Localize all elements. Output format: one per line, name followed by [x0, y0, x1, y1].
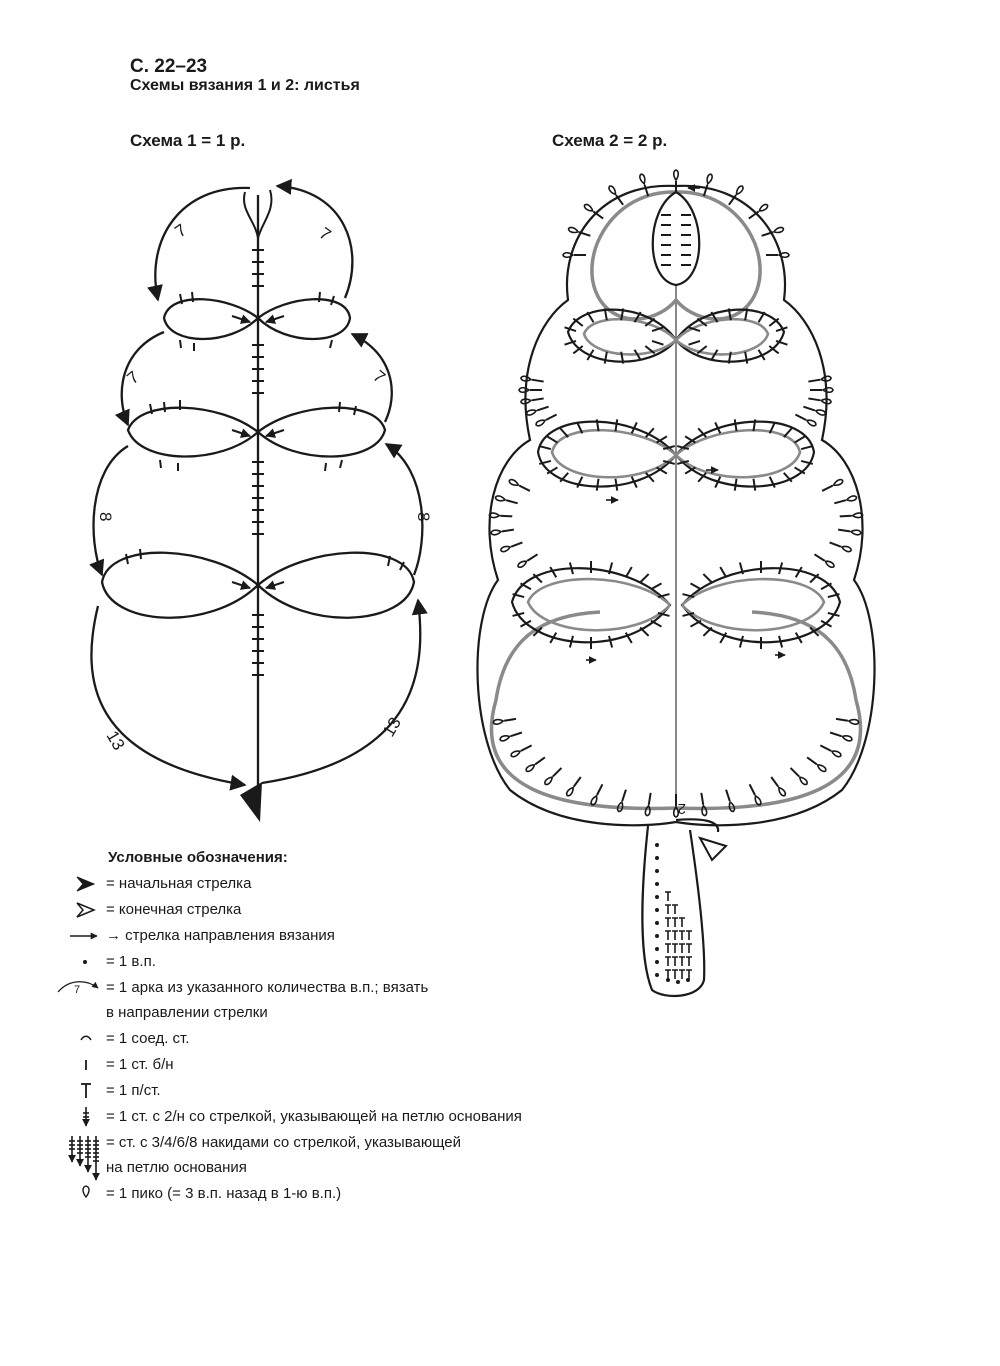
legend-title: Условные обозначения: [108, 849, 288, 866]
legend-text: = 1 в.п. [106, 953, 156, 970]
scheme-1-top-loop-right [258, 190, 271, 238]
legend-text: = 1 соед. ст. [106, 1030, 189, 1047]
scheme-1-arc-bottom-left [91, 606, 245, 785]
legend-text: → стрелка направления вязания [106, 927, 335, 944]
arc-count-label: 7 [123, 367, 142, 388]
legend-item-multi-yarnover: = ст. с 3/4/6/8 накидами со стрелкой, ук… [0, 1133, 700, 1155]
scheme-1-start-arrow-icon [240, 782, 262, 822]
arc-count-label: 7 [369, 367, 388, 388]
arc-count-label: 7 [171, 220, 190, 241]
legend-item-single-crochet: = 1 ст. б/н [0, 1055, 700, 1077]
legend-item-chain: = 1 в.п. [0, 952, 700, 974]
legend-item-half-double: = 1 п/ст. [0, 1081, 700, 1103]
legend-item-picot: = 1 пико (= 3 в.п. назад в 1-ю в.п.) [0, 1184, 700, 1206]
legend-item-double-crochet: = 1 ст. с 2/н со стрелкой, указывающей н… [0, 1107, 700, 1129]
legend-item-chain-arc: = 1 арка из указанного количества в.п.; … [0, 978, 700, 1000]
legend-item-slip-stitch: = 1 соед. ст. [0, 1029, 700, 1051]
legend-item-direction-arrow: → стрелка направления вязания [0, 926, 700, 948]
legend-text: в направлении стрелки [106, 1004, 268, 1021]
scheme-2-tip-lobe [653, 192, 700, 285]
scheme-1-arc-top-right [277, 186, 352, 298]
scheme-1-arc-low-left [94, 446, 128, 575]
legend-item-start-arrow: = начальная стрелка [0, 874, 700, 896]
scheme-2-row-number: 2 [678, 800, 686, 817]
legend-text: = 1 ст. с 2/н со стрелкой, указывающей н… [106, 1108, 522, 1125]
legend-item-multi-yarnover-cont: на петлю основания [0, 1158, 700, 1180]
scheme-1-arc-low-right [386, 444, 422, 575]
arc-count-label: 13 [379, 714, 405, 740]
legend-text: = 1 ст. б/н [106, 1056, 174, 1073]
scheme-1-lobe-3-left [102, 553, 258, 618]
scheme-1-lobe-ticks [126, 292, 404, 570]
legend-text: на петлю основания [106, 1159, 247, 1176]
arc-count-label: 8 [414, 512, 433, 521]
scheme-1-diagram [91, 186, 422, 822]
scheme-1-arc-bottom-right [262, 600, 420, 783]
scheme-1-top-loop-left [244, 192, 258, 238]
scheme-2-diagram [477, 170, 874, 996]
legend-text: = 1 п/ст. [106, 1082, 161, 1099]
legend-item-chain-arc-cont: в направлении стрелки [0, 1003, 700, 1025]
legend-text: = конечная стрелка [106, 901, 241, 918]
legend-text: = 1 пико (= 3 в.п. назад в 1-ю в.п.) [106, 1185, 341, 1202]
legend-text: = 1 арка из указанного количества в.п.; … [106, 979, 428, 996]
scheme-2-end-arrow-icon [700, 838, 726, 860]
scheme-1-arc-top-left [155, 188, 250, 300]
scheme-1-lobe-3-right [258, 553, 414, 618]
arc-count-label: 8 [96, 512, 115, 521]
arc-count-label: 7 [316, 224, 335, 245]
scheme-1-arc-labels: 7 7 7 7 8 8 13 13 [96, 220, 433, 753]
legend-text: = ст. с 3/4/6/8 накидами со стрелкой, ук… [106, 1134, 461, 1151]
legend-text: = начальная стрелка [106, 875, 251, 892]
arc-count-label: 13 [103, 728, 129, 754]
legend-item-end-arrow: = конечная стрелка [0, 900, 700, 922]
